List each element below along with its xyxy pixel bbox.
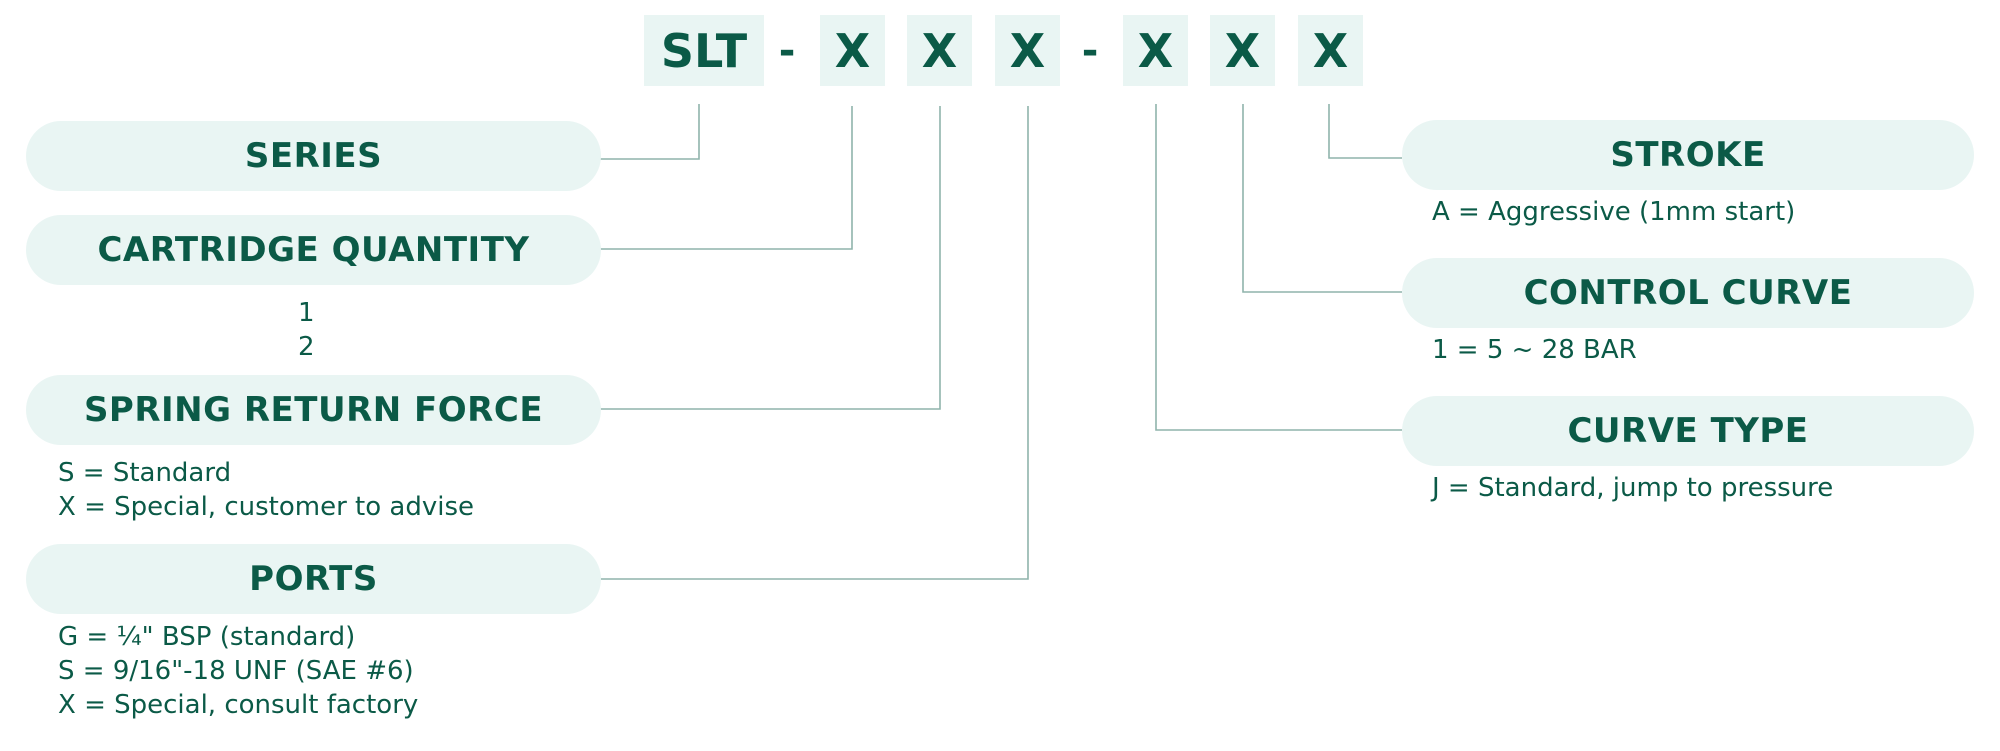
code-digit-6: X [1298, 15, 1363, 86]
code-dash-1: - [778, 27, 796, 74]
code-dash-2: - [1081, 27, 1099, 74]
stroke-option-1: A = Aggressive (1mm start) [1432, 197, 1796, 227]
code-digit-5: X [1210, 15, 1275, 86]
cartridge-quantity-option-1: 1 [298, 298, 315, 328]
code-digit-4: X [1123, 15, 1188, 86]
spring-return-force-option-1: S = Standard [58, 458, 232, 488]
connector-control-curve [1242, 104, 1402, 293]
connector-series [600, 104, 700, 160]
cartridge-quantity-label: CARTRIDGE QUANTITY [26, 215, 601, 285]
ports-option-3: X = Special, consult factory [58, 690, 419, 720]
connector-cartridge-quantity [600, 106, 853, 250]
code-series: SLT [644, 15, 764, 86]
control-curve-option-1: 1 = 5 ~ 28 BAR [1432, 335, 1637, 365]
cartridge-quantity-option-2: 2 [298, 332, 315, 362]
connector-spring-return-force [600, 106, 941, 410]
connector-stroke [1328, 104, 1402, 159]
spring-return-force-option-2: X = Special, customer to advise [58, 492, 474, 522]
code-digit-2: X [907, 15, 972, 86]
curve-type-option-1: J = Standard, jump to pressure [1432, 473, 1834, 503]
ports-option-2: S = 9/16"-18 UNF (SAE #6) [58, 656, 414, 686]
curve-type-label: CURVE TYPE [1402, 396, 1974, 466]
stroke-label: STROKE [1402, 120, 1974, 190]
code-digit-1: X [820, 15, 885, 86]
connector-curve-type [1155, 104, 1402, 431]
connector-ports [600, 106, 1029, 580]
spring-return-force-label: SPRING RETURN FORCE [26, 375, 601, 445]
ports-label: PORTS [26, 544, 601, 614]
series-label: SERIES [26, 121, 601, 191]
code-digit-3: X [995, 15, 1060, 86]
control-curve-label: CONTROL CURVE [1402, 258, 1974, 328]
ports-option-1: G = ¼" BSP (standard) [58, 622, 356, 652]
